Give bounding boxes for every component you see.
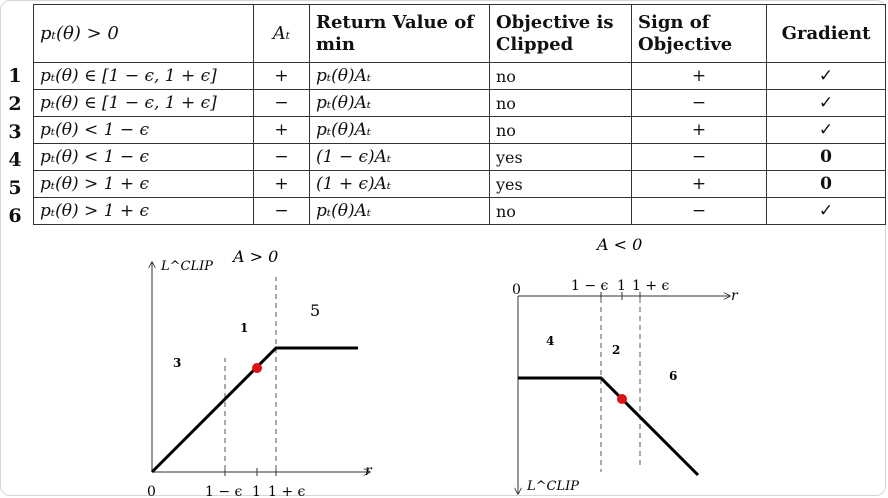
row-number: 1 [8, 65, 22, 87]
plot-positive-advantage: A > 0 L^CLIP r 0 1 − ϵ 1 1 + ϵ 3 1 5 [147, 247, 373, 498]
row-number: 2 [8, 93, 22, 115]
plot-right-clip-line [518, 376, 700, 477]
cell-advantage-sign: − [253, 197, 310, 225]
cell-gradient: ✓ [766, 62, 886, 90]
header-gradient: Gradient [766, 4, 886, 63]
table-row: pₜ(θ) > 1 + ϵ + (1 + ϵ)Aₜ yes + 0 [33, 170, 886, 198]
cell-objective-sign: + [631, 116, 767, 144]
plot-right-title: A < 0 [595, 235, 642, 254]
cell-advantage-sign: + [253, 62, 310, 90]
row-number: 3 [8, 121, 22, 143]
table-header-row: pₜ(θ) > 0 Aₜ Return Value of min Objecti… [33, 4, 886, 63]
plot-left-region-label: 3 [173, 356, 181, 370]
cell-return-value: pₜ(θ)Aₜ [309, 116, 490, 144]
table-row: pₜ(θ) < 1 − ϵ + pₜ(θ)Aₜ no + ✓ [33, 116, 886, 144]
cell-objective-sign: − [631, 89, 767, 117]
cell-return-value: pₜ(θ)Aₜ [309, 197, 490, 225]
header-objective-clipped: Objective is Clipped [489, 4, 632, 63]
table-row: pₜ(θ) < 1 − ϵ − (1 − ϵ)Aₜ yes − 0 [33, 143, 886, 171]
cell-gradient: ✓ [766, 116, 886, 144]
cell-clipped: no [489, 89, 632, 117]
cell-return-value: (1 + ϵ)Aₜ [309, 170, 490, 198]
plot-left-tick-label: 1 + ϵ [268, 484, 306, 498]
plot-left-tick-label: 1 [252, 484, 261, 498]
cell-gradient: 0 [766, 170, 886, 198]
header-advantage: Aₜ [253, 4, 310, 63]
table-row: pₜ(θ) ∈ [1 − ϵ, 1 + ϵ] + pₜ(θ)Aₜ no + ✓ [33, 62, 886, 90]
clip-objective-plots: A > 0 L^CLIP r 0 1 − ϵ 1 1 + ϵ 3 1 5 A <… [147, 235, 739, 498]
cell-return-value: pₜ(θ)Aₜ [309, 89, 490, 117]
cell-condition: pₜ(θ) ∈ [1 − ϵ, 1 + ϵ] [33, 89, 254, 117]
plot-right-tick-label: 1 − ϵ [571, 278, 609, 294]
plot-left-point [252, 363, 262, 373]
cell-advantage-sign: + [253, 170, 310, 198]
plot-right-tick-label: 1 + ϵ [632, 278, 670, 294]
cell-advantage-sign: − [253, 89, 310, 117]
cell-objective-sign: + [631, 170, 767, 198]
plot-negative-advantage: A < 0 0 r L^CLIP 1 − ϵ 1 1 + ϵ 4 2 6 [512, 235, 739, 494]
plot-right-y-label: L^CLIP [526, 479, 579, 494]
plot-left-y-label: L^CLIP [160, 259, 213, 274]
cell-clipped: yes [489, 143, 632, 171]
plot-left-region-label: 5 [310, 301, 320, 320]
row-number: 4 [8, 149, 22, 171]
cell-clipped: no [489, 116, 632, 144]
cell-gradient: ✓ [766, 197, 886, 225]
plot-left-tick-label: 1 − ϵ [205, 484, 243, 498]
plot-right-origin: 0 [512, 282, 521, 298]
cell-condition: pₜ(θ) ∈ [1 − ϵ, 1 + ϵ] [33, 62, 254, 90]
cell-condition: pₜ(θ) < 1 − ϵ [33, 116, 254, 144]
cell-clipped: yes [489, 170, 632, 198]
plot-right-tick-label: 1 [617, 278, 626, 294]
plot-left-x-label: r [365, 463, 373, 479]
cell-condition: pₜ(θ) < 1 − ϵ [33, 143, 254, 171]
table-row: pₜ(θ) > 1 + ϵ − pₜ(θ)Aₜ no − ✓ [33, 197, 886, 225]
cell-advantage-sign: + [253, 116, 310, 144]
header-return-value: Return Value of min [309, 4, 490, 63]
plot-left-title: A > 0 [231, 247, 278, 266]
cell-return-value: (1 − ϵ)Aₜ [309, 143, 490, 171]
row-number: 5 [8, 177, 22, 199]
plot-right-region-label: 2 [612, 343, 620, 357]
header-ratio: pₜ(θ) > 0 [33, 4, 254, 63]
cell-advantage-sign: − [253, 143, 310, 171]
cell-objective-sign: − [631, 143, 767, 171]
plot-left-origin: 0 [147, 484, 156, 498]
plot-right-region-label: 6 [669, 369, 677, 383]
cell-clipped: no [489, 197, 632, 225]
table-row: pₜ(θ) ∈ [1 − ϵ, 1 + ϵ] − pₜ(θ)Aₜ no − ✓ [33, 89, 886, 117]
row-number: 6 [8, 205, 22, 227]
cell-condition: pₜ(θ) > 1 + ϵ [33, 197, 254, 225]
plot-left-region-label: 1 [240, 321, 248, 335]
ppo-clip-cases-table: pₜ(θ) > 0 Aₜ Return Value of min Objecti… [33, 4, 886, 225]
cell-condition: pₜ(θ) > 1 + ϵ [33, 170, 254, 198]
plot-right-region-label: 4 [546, 334, 554, 348]
cell-clipped: no [489, 62, 632, 90]
plot-left-clip-line [150, 346, 358, 474]
cell-objective-sign: − [631, 197, 767, 225]
cell-gradient: 0 [766, 143, 886, 171]
cell-return-value: pₜ(θ)Aₜ [309, 62, 490, 90]
plot-right-x-label: r [731, 288, 739, 304]
header-sign: Sign of Objective [631, 4, 767, 63]
plot-right-point [617, 394, 627, 404]
cell-gradient: ✓ [766, 89, 886, 117]
cell-objective-sign: + [631, 62, 767, 90]
